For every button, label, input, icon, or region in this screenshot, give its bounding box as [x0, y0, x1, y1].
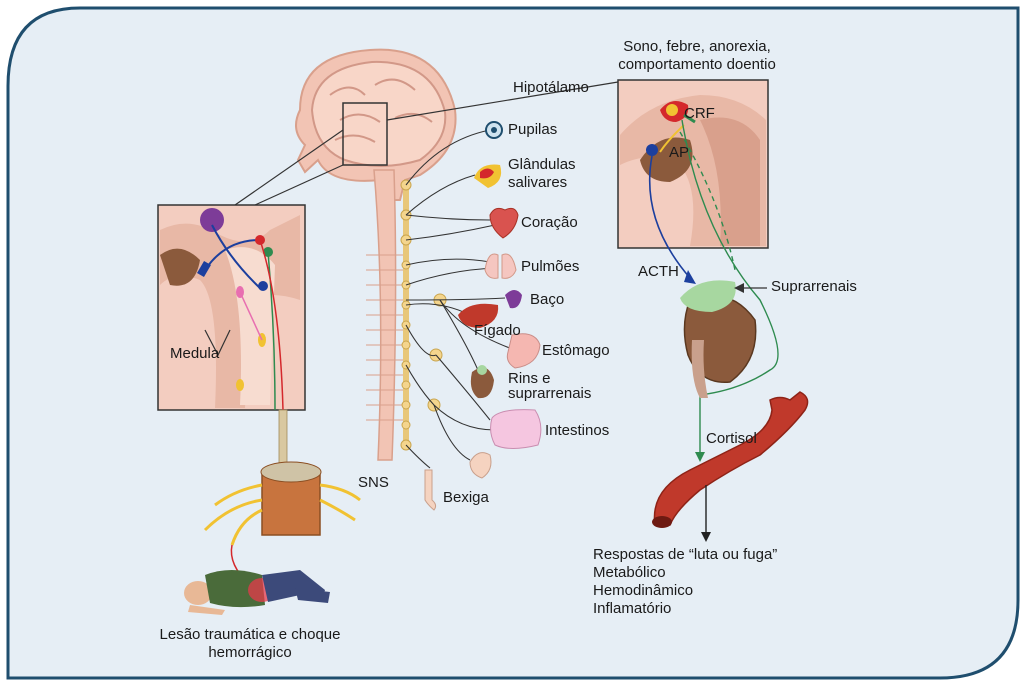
label-glandulas: Glândulas: [508, 156, 576, 174]
label-estomago: Estômago: [542, 342, 610, 360]
label-lesao: Lesão traumática e choque: [150, 626, 350, 644]
label-bexiga: Bexiga: [443, 489, 489, 507]
label-cortisol: Cortisol: [706, 430, 757, 448]
label-sono: Sono, febre, anorexia,: [602, 38, 792, 56]
responses-block: Respostas de “luta ou fuga” Metabólico H…: [593, 546, 777, 618]
label-pupilas: Pupilas: [508, 121, 557, 139]
label-ap: AP: [669, 144, 689, 162]
label-respostas: Respostas de “luta ou fuga”: [593, 546, 777, 564]
label-suprarrenais-organ: suprarrenais: [508, 385, 591, 403]
label-comportamento: comportamento doentio: [596, 56, 798, 74]
label-hipotalamo: Hipotálamo: [513, 79, 589, 97]
label-pulmoes: Pulmões: [521, 258, 579, 276]
label-crf: CRF: [684, 105, 715, 123]
label-acth: ACTH: [638, 263, 679, 281]
label-figado: Fígado: [474, 322, 521, 340]
label-metabolico: Metabólico: [593, 564, 777, 582]
label-intestinos: Intestinos: [545, 422, 609, 440]
label-baco: Baço: [530, 291, 564, 309]
label-hemodinamico: Hemodinâmico: [593, 582, 777, 600]
label-medula: Medula: [170, 345, 219, 363]
label-hemorragico: hemorrágico: [150, 644, 350, 662]
label-salivares: salivares: [508, 174, 567, 192]
label-inflamatorio: Inflamatório: [593, 600, 777, 618]
label-coracao: Coração: [521, 214, 578, 232]
intestines-icon: [491, 410, 541, 449]
medulla-inset: [158, 205, 305, 410]
label-suprarrenais: Suprarrenais: [771, 278, 857, 296]
label-sns: SNS: [358, 474, 389, 492]
